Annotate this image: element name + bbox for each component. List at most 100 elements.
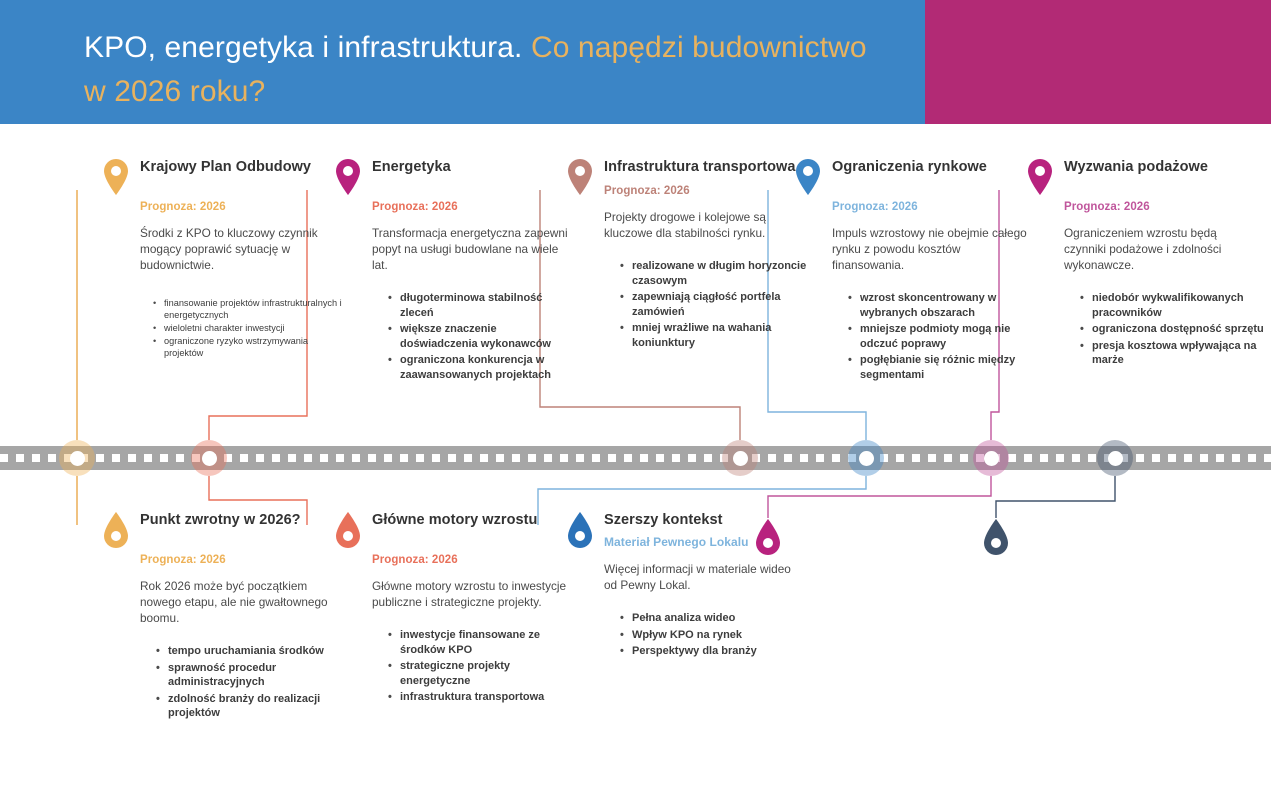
timeline-node-coral[interactable] bbox=[191, 440, 227, 476]
card-bullet-item: Wpływ KPO na rynek bbox=[620, 628, 809, 643]
card-bullet-item: zdolność branży do realizacji projektów bbox=[156, 692, 345, 721]
card-bullet-item: sprawność procedur administracyjnych bbox=[156, 661, 345, 690]
map-pin-icon bbox=[568, 159, 592, 195]
pin-magenta-orphan[interactable] bbox=[754, 518, 782, 561]
map-pin-icon bbox=[336, 512, 360, 548]
card-bullet-item: zapewniają ciągłość portfela zamówień bbox=[620, 290, 809, 319]
card-bullet-list: Pełna analiza wideoWpływ KPO na rynekPer… bbox=[604, 611, 809, 659]
card-bullet-list: długoterminowa stabilność zleceńwiększe … bbox=[372, 291, 577, 382]
timeline-node-center bbox=[201, 450, 217, 466]
card-bullet-item: strategiczne projekty energetyczne bbox=[388, 659, 577, 688]
card-bullet-list: tempo uruchamiania środków sprawność proc… bbox=[140, 644, 345, 721]
timeline-node-center bbox=[732, 450, 748, 466]
card-forecast-label: Prognoza: 2026 bbox=[1064, 201, 1150, 213]
map-pin-icon bbox=[104, 159, 128, 195]
map-pin-icon bbox=[1028, 159, 1052, 195]
timeline-node-blue[interactable] bbox=[848, 440, 884, 476]
timeline-node-rose[interactable] bbox=[722, 440, 758, 476]
page-header: KPO, energetyka i infrastruktura. Co nap… bbox=[0, 0, 1271, 124]
card-title: Infrastruktura transportowa bbox=[604, 159, 796, 175]
map-pin-icon bbox=[756, 519, 780, 555]
card-description: Projekty drogowe i kolejowe są kluczowe … bbox=[604, 210, 766, 240]
timeline-dashes bbox=[0, 454, 1271, 462]
card-bullet-item: finansowanie projektów infrastrukturalny… bbox=[153, 297, 345, 321]
timeline-node-navy[interactable] bbox=[1097, 440, 1133, 476]
card-forecast-label: Prognoza: 2026 bbox=[372, 201, 458, 213]
page-title-main: KPO, energetyka i infrastruktura. bbox=[84, 31, 531, 65]
card-bullet-list: inwestycje finansowane ze środków KPOstr… bbox=[372, 628, 577, 705]
card-description: Rok 2026 może być początkiem nowego etap… bbox=[140, 579, 328, 625]
card-title: Punkt zwrotny w 2026? bbox=[140, 512, 301, 528]
card-bullet-item: tempo uruchamiania środków bbox=[156, 644, 345, 659]
card-description: Główne motory wzrostu to inwestycje publ… bbox=[372, 579, 567, 609]
card-description: Transformacja energetyczna zapewni popyt… bbox=[372, 226, 568, 272]
connector-navy bbox=[995, 476, 1116, 518]
header-magenta-panel bbox=[925, 0, 1271, 124]
card-title: Krajowy Plan Odbudowy bbox=[140, 159, 312, 175]
card-forecast-label: Prognoza: 2026 bbox=[604, 185, 690, 197]
card-title: Wyzwania podażowe bbox=[1064, 159, 1208, 175]
card-bullet-item: infrastruktura transportowa bbox=[388, 690, 577, 705]
card-description: Ograniczeniem wzrostu będą czynniki poda… bbox=[1064, 226, 1222, 272]
card-bullet-item: ograniczona dostępność sprzętu bbox=[1080, 322, 1269, 337]
pin-energetyka[interactable] bbox=[334, 158, 362, 196]
card-title: Ograniczenia rynkowe bbox=[832, 159, 987, 175]
map-pin-icon bbox=[568, 512, 592, 548]
card-description: Więcej informacji w materiale wideo od P… bbox=[604, 562, 791, 592]
card-bullet-item: realizowane w długim horyzoncie czasowym bbox=[620, 259, 809, 288]
card-forecast-label: Prognoza: 2026 bbox=[140, 201, 226, 213]
card-title: Główne motory wzrostu bbox=[372, 512, 538, 528]
timeline-node-magenta[interactable] bbox=[973, 440, 1009, 476]
card-title: Energetyka bbox=[372, 159, 451, 175]
card-bullet-list: niedobór wykwalifikowanych pracowników og… bbox=[1064, 291, 1269, 368]
pin-infrastruktura-transportowa[interactable] bbox=[566, 158, 594, 196]
card-forecast-label: Prognoza: 2026 bbox=[832, 201, 918, 213]
card-bullet-item: mniej wrażliwe na wahania koniunktury bbox=[620, 321, 809, 350]
map-pin-icon bbox=[984, 519, 1008, 555]
card-description: Środki z KPO to kluczowy czynnik mogący … bbox=[140, 226, 318, 272]
card-bullet-list: realizowane w długim horyzoncie czasowym… bbox=[604, 259, 809, 350]
card-bullet-item: niedobór wykwalifikowanych pracowników bbox=[1080, 291, 1269, 320]
pin-krajowy-plan-odbudowy[interactable] bbox=[102, 158, 130, 196]
map-pin-icon bbox=[336, 159, 360, 195]
pin-wyzwania-podazowe[interactable] bbox=[1026, 158, 1054, 196]
card-title: Szerszy kontekst bbox=[604, 512, 723, 528]
card-bullet-item: Perspektywy dla branży bbox=[620, 644, 809, 659]
pin-punkt-zwrotny-2026[interactable] bbox=[102, 511, 130, 549]
card-bullet-item: presja kosztowa wpływająca na marże bbox=[1080, 339, 1269, 368]
card-bullet-item: mniejsze podmioty mogą nie odczuć popraw… bbox=[848, 322, 1037, 351]
card-bullet-list: wzrost skoncentrowany w wybranych obszar… bbox=[832, 291, 1037, 382]
card-bullet-item: ograniczona konkurencja w zaawansowanych… bbox=[388, 353, 577, 382]
card-bullet-item: większe znaczenie doświadczenia wykonawc… bbox=[388, 322, 577, 351]
timeline-node-center bbox=[69, 450, 85, 466]
timeline-node-center bbox=[858, 450, 874, 466]
header-blue-panel bbox=[0, 0, 925, 124]
timeline-node-center bbox=[1107, 450, 1123, 466]
card-bullet-item: wzrost skoncentrowany w wybranych obszar… bbox=[848, 291, 1037, 320]
card-bullet-item: Pełna analiza wideo bbox=[620, 611, 809, 626]
timeline-node-amber[interactable] bbox=[59, 440, 95, 476]
card-forecast-label: Prognoza: 2026 bbox=[372, 554, 458, 566]
card-subtitle: Materiał Pewnego Lokalu bbox=[604, 535, 749, 549]
card-description: Impuls wzrostowy nie obejmie całego rynk… bbox=[832, 226, 1027, 272]
card-bullet-item: inwestycje finansowane ze środków KPO bbox=[388, 628, 577, 657]
map-pin-icon bbox=[104, 512, 128, 548]
pin-ograniczenia-rynkowe[interactable] bbox=[794, 158, 822, 196]
pin-glowne-motory-wzrostu[interactable] bbox=[334, 511, 362, 549]
card-bullet-item: wieloletni charakter inwestycji bbox=[153, 322, 345, 334]
timeline-node-center bbox=[983, 450, 999, 466]
pin-szerszy-kontekst[interactable] bbox=[566, 511, 594, 549]
pin-navy-orphan[interactable] bbox=[982, 518, 1010, 561]
card-bullet-list: finansowanie projektów infrastrukturalny… bbox=[140, 297, 345, 359]
map-pin-icon bbox=[796, 159, 820, 195]
card-bullet-item: długoterminowa stabilność zleceń bbox=[388, 291, 577, 320]
card-forecast-label: Prognoza: 2026 bbox=[140, 554, 226, 566]
